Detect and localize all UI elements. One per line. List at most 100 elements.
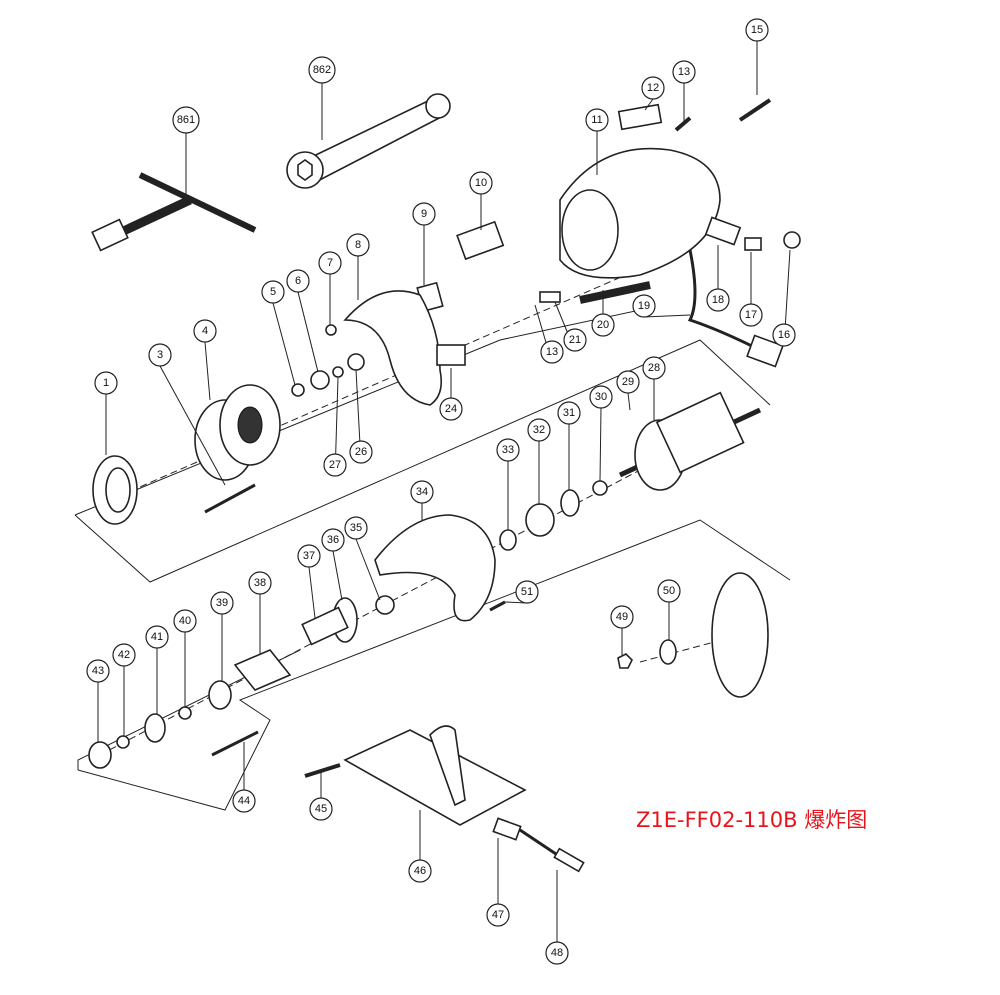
callout-circle	[86, 659, 110, 683]
part-number: 28	[648, 362, 660, 374]
part-callout-39: 39	[210, 591, 234, 681]
callout-circle	[591, 313, 615, 337]
part-number: 6	[295, 275, 301, 287]
part-callout-42: 42	[112, 643, 136, 736]
part-number: 42	[118, 649, 130, 661]
screw-51	[489, 600, 506, 612]
part-number: 41	[151, 631, 163, 643]
ring-42	[116, 735, 130, 749]
gear-case-34	[374, 514, 496, 622]
callout-circle	[412, 202, 436, 226]
collar-47	[492, 817, 522, 841]
part-number: 29	[622, 376, 634, 388]
part-number: 861	[177, 114, 195, 126]
leader-line	[159, 365, 226, 486]
t-wrench-861	[91, 172, 257, 252]
part-number: 33	[502, 444, 514, 456]
leader-line	[272, 302, 296, 386]
callout-circle	[515, 580, 539, 604]
washer-40	[178, 706, 192, 720]
part-number: 21	[569, 334, 581, 346]
callout-circle	[469, 171, 493, 195]
callout-circle	[148, 343, 172, 367]
bearing-32	[525, 503, 555, 537]
part-number: 19	[638, 300, 650, 312]
part-number: 27	[329, 459, 341, 471]
part-number: 9	[421, 208, 427, 220]
motor-housing-11	[559, 147, 721, 304]
ring-31	[560, 489, 580, 517]
part-callout-11: 11	[585, 108, 609, 175]
part-number: 24	[445, 403, 457, 415]
callout-circle	[610, 605, 634, 629]
part-number: 49	[616, 611, 628, 623]
part-number: 34	[416, 486, 428, 498]
bearing-6	[310, 370, 330, 390]
part-callout-17: 17	[739, 252, 763, 327]
washer-30	[592, 480, 608, 496]
callout-circle	[344, 516, 368, 540]
part-number: 37	[303, 550, 315, 562]
callout-circle	[248, 571, 272, 595]
group-boundary-upper-top	[74, 309, 641, 516]
part-callout-38: 38	[248, 571, 272, 655]
depth-guide	[429, 725, 466, 807]
capacitor-24	[436, 344, 466, 366]
part-callout-12: 12	[641, 76, 665, 111]
part-callout-24: 24	[439, 368, 463, 421]
leader-line	[355, 538, 381, 601]
part-callout-43: 43	[86, 659, 110, 742]
screw-15	[738, 98, 772, 122]
part-callout-19: 19	[632, 294, 691, 318]
part-number: 8	[355, 239, 361, 251]
callout-circle	[261, 280, 285, 304]
part-callout-41: 41	[145, 625, 169, 714]
stator-4	[194, 384, 281, 481]
part-number: 5	[270, 286, 276, 298]
part-number: 32	[533, 424, 545, 436]
leader-line	[643, 314, 691, 318]
bearing-cover-38	[233, 649, 292, 691]
part-callout-13: 13	[534, 304, 564, 364]
callout-circle	[309, 797, 333, 821]
brush-holder-18	[704, 216, 742, 246]
leader-line	[599, 407, 602, 482]
part-number: 51	[521, 586, 533, 598]
group-boundary-upper	[74, 339, 771, 583]
washer-26	[347, 353, 365, 371]
callout-circle	[772, 323, 796, 347]
callout-circle	[145, 625, 169, 649]
part-number: 48	[551, 947, 563, 959]
callout-circle	[410, 480, 434, 504]
callout-circle	[486, 903, 510, 927]
washer-27	[332, 366, 344, 378]
callout-circle	[173, 609, 197, 633]
part-number: 3	[157, 349, 163, 361]
part-number: 50	[663, 585, 675, 597]
part-callout-45: 45	[309, 772, 333, 821]
part-number: 46	[414, 865, 426, 877]
callout-circle	[585, 108, 609, 132]
part-callout-10: 10	[469, 171, 493, 230]
part-callout-37: 37	[297, 544, 321, 619]
assembly-axis-blade	[639, 634, 741, 663]
part-callout-3: 3	[148, 343, 226, 486]
callout-circle	[172, 106, 200, 134]
saw-blade	[711, 572, 769, 698]
part-number: 16	[778, 329, 790, 341]
part-callout-34: 34	[410, 480, 434, 520]
callout-circle	[745, 18, 769, 42]
callout-circle	[321, 528, 345, 552]
part-callout-27: 27	[323, 377, 347, 477]
part-callout-18: 18	[706, 245, 730, 312]
part-callout-49: 49	[610, 605, 634, 655]
callout-circle	[323, 453, 347, 477]
part-number: 18	[712, 294, 724, 306]
part-number: 38	[254, 577, 266, 589]
part-number: 45	[315, 803, 327, 815]
handle-8	[343, 290, 443, 406]
part-callout-44: 44	[232, 742, 256, 813]
part-number: 11	[591, 114, 602, 126]
